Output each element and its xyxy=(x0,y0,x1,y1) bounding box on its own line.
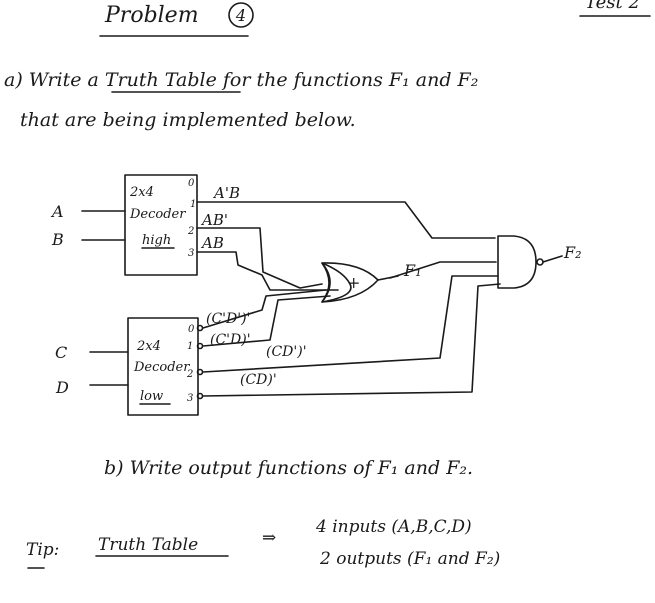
decoder-low-pin3: 3 xyxy=(187,393,193,404)
decoder-low-line3: low xyxy=(140,389,163,404)
decoder-low-pin1: 1 xyxy=(187,341,193,352)
wire-f2-output xyxy=(542,255,563,263)
decoder-high-line1: 2x4 xyxy=(129,185,154,200)
input-a-label: A xyxy=(50,202,64,221)
wire-f1-to-and xyxy=(389,261,497,279)
low-bubble0 xyxy=(196,324,204,332)
or-gate-f1 xyxy=(321,262,379,303)
tip-line1: 4 inputs (A,B,C,D) xyxy=(315,517,472,537)
problem-title: Problem xyxy=(104,3,199,28)
wire-high-out1 xyxy=(196,201,496,239)
tip-subject: Truth Table xyxy=(98,535,198,555)
and-gate-bubble xyxy=(536,258,544,266)
low-out3-label: (CD)' xyxy=(240,372,277,388)
wire-low-out0 xyxy=(202,289,327,329)
wire-high-out2 xyxy=(196,227,323,289)
decoder-high-line2: Decoder xyxy=(129,207,186,222)
tip-arrow: ⇒ xyxy=(262,528,276,548)
wire-low-out2 xyxy=(202,275,499,373)
wire-low-out3 xyxy=(202,283,501,397)
decoder-low-box xyxy=(127,317,199,416)
question-a-line1: a) Write a Truth Table for the functions… xyxy=(4,69,478,91)
decoder-low-line1: 2x4 xyxy=(136,339,161,354)
or-gate-symbol: + xyxy=(347,273,360,292)
decoder-high-pin2: 2 xyxy=(187,226,194,237)
high-out2-label: AB' xyxy=(200,211,228,229)
decoder-low-line2: Decoder xyxy=(133,360,190,375)
corner-text: Test 2 xyxy=(585,0,640,13)
decoder-high-box xyxy=(124,174,198,276)
low-bubble2 xyxy=(196,368,204,376)
problem-number-circle xyxy=(228,2,254,28)
input-c-label: C xyxy=(55,343,67,362)
decoder-low-pin2: 2 xyxy=(186,369,193,380)
decoder-high-pin0: 0 xyxy=(188,178,195,189)
question-b-text: b) Write output functions of F₁ and F₂. xyxy=(104,457,473,479)
input-b-label: B xyxy=(51,230,64,249)
low-bubble1 xyxy=(196,342,204,350)
tip-line2: 2 outputs (F₁ and F₂) xyxy=(319,549,500,569)
decoder-high-pin1: 1 xyxy=(190,199,196,210)
question-a-line2: that are being implemented below. xyxy=(20,109,356,131)
low-out2-label: (CD')' xyxy=(266,344,307,360)
or-gate-1-back xyxy=(321,262,352,303)
decoder-low-pin0: 0 xyxy=(188,324,195,335)
tip-label: Tip: xyxy=(26,540,59,560)
high-out3-label: AB xyxy=(200,234,224,252)
problem-number: 4 xyxy=(235,6,246,25)
wire-high-out3 xyxy=(196,251,339,291)
wire-low-out1 xyxy=(202,295,331,347)
low-bubble3 xyxy=(196,392,204,400)
decoder-high-line3: high xyxy=(142,233,171,248)
decoder-high-pin3: 3 xyxy=(188,248,194,259)
high-out1-label: A'B xyxy=(212,184,240,202)
input-d-label: D xyxy=(55,378,69,397)
f2-label: F₂ xyxy=(563,243,582,262)
and-gate-f2 xyxy=(497,235,537,289)
